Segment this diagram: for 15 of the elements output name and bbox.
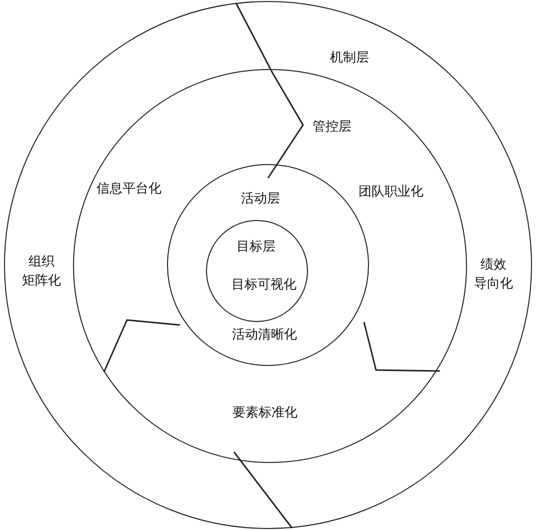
ring-label: 绩效导向化	[474, 256, 513, 294]
ring-label: 管控层	[312, 118, 352, 136]
ring-label: 目标可视化	[232, 276, 296, 294]
ring-label: 活动清晰化	[232, 326, 297, 344]
ring-label: 组织矩阵化	[22, 253, 61, 290]
ring-label: 机制层	[330, 48, 369, 67]
ring-label: 活动层	[241, 190, 280, 208]
ring-circle	[206, 220, 308, 322]
ring-label: 目标层	[236, 238, 276, 256]
ring-circle	[72, 68, 466, 462]
ring-label: 团队职业化	[358, 183, 424, 202]
ring-circle	[167, 164, 369, 366]
ring-label: 要素标准化	[232, 404, 298, 422]
ring-label: 信息平台化	[96, 180, 162, 198]
ring-circle	[4, 1, 532, 529]
